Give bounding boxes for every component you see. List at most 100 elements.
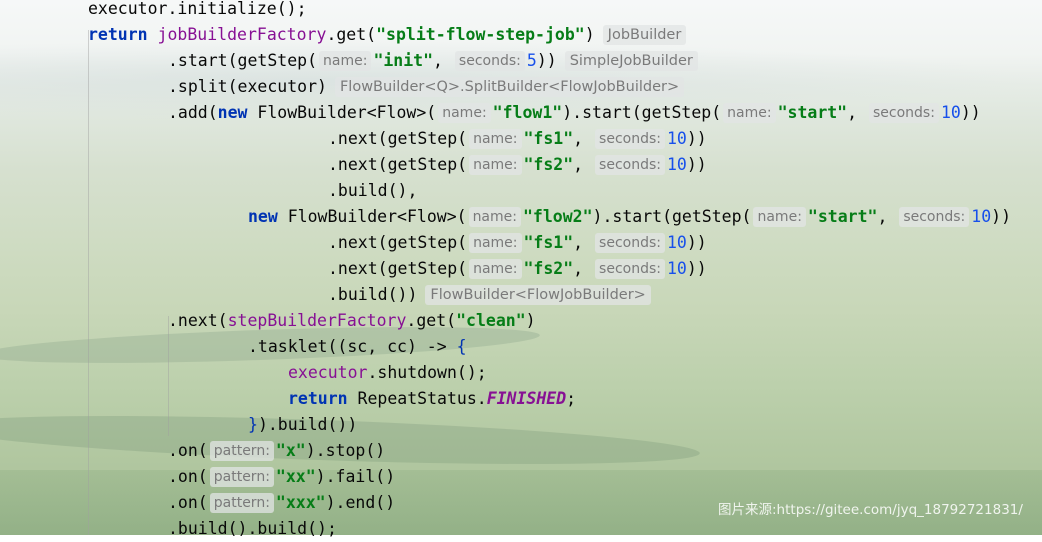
code-token: ).end() (325, 493, 396, 512)
code-token: "fs2" (523, 259, 574, 278)
code-token: .start(getStep( (168, 51, 318, 70)
inlay-param-hint: seconds: (595, 233, 665, 253)
code-token: .get( (406, 311, 457, 330)
code-line[interactable]: .on(pattern:"x").stop() (168, 438, 385, 464)
inlay-param-hint: name: (319, 51, 372, 71)
code-token: , (877, 207, 898, 226)
code-token: FINISHED (486, 389, 567, 408)
code-line[interactable]: .add(new FlowBuilder<Flow>(name:"flow1")… (168, 100, 981, 126)
code-token: , (573, 233, 594, 252)
code-token: .next(getStep( (328, 129, 468, 148)
code-line[interactable]: .next(getStep(name:"fs1", seconds:10)) (328, 126, 707, 152)
code-line[interactable]: .next(stepBuilderFactory.get("clean") (168, 308, 536, 334)
code-token: )) (686, 233, 707, 252)
inlay-param-hint: name: (468, 207, 521, 227)
code-token: .on( (168, 467, 208, 486)
code-token: "split-flow-step-job" (376, 25, 585, 44)
code-token: .next( (168, 311, 228, 330)
code-token: ) (525, 311, 536, 330)
code-token: RepeatStatus. (357, 389, 487, 408)
code-token: .on( (168, 493, 208, 512)
code-token: "flow2" (522, 207, 593, 226)
code-token: )) (991, 207, 1012, 226)
inlay-param-hint: seconds: (595, 155, 665, 175)
code-line[interactable]: .next(getStep(name:"fs2", seconds:10)) (328, 256, 707, 282)
code-token: ).stop() (305, 441, 386, 460)
inlay-type-hint: FlowBuilder<FlowJobBuilder> (425, 285, 651, 305)
inlay-param-hint: name: (723, 103, 776, 123)
code-token: "start" (777, 103, 848, 122)
code-line[interactable]: return RepeatStatus.FINISHED; (288, 386, 576, 412)
code-token: ).build()) (257, 415, 358, 434)
inlay-param-hint: name: (469, 233, 522, 253)
code-token: , (573, 259, 594, 278)
code-token: ; (566, 389, 577, 408)
code-line[interactable]: .on(pattern:"xxx").end() (168, 490, 395, 516)
inlay-param-hint: seconds: (454, 51, 525, 71)
code-token: { (456, 337, 467, 356)
code-line[interactable]: .build().build(); (168, 516, 337, 542)
code-token: return (88, 25, 158, 44)
code-token: 10 (667, 259, 687, 278)
inlay-param-hint: pattern: (209, 493, 274, 513)
code-line[interactable]: new FlowBuilder<Flow>(name:"flow2").star… (248, 204, 1011, 230)
code-token: ).start(getStep( (562, 103, 722, 122)
code-token: .tasklet((sc, cc) -> (248, 337, 457, 356)
code-token: .next(getStep( (328, 155, 468, 174)
code-token: 10 (667, 129, 687, 148)
code-token: } (248, 415, 258, 434)
code-token: "start" (807, 207, 878, 226)
code-line[interactable]: .build(), (328, 178, 417, 204)
code-line[interactable]: .tasklet((sc, cc) -> { (248, 334, 467, 360)
code-line[interactable]: .next(getStep(name:"fs2", seconds:10)) (328, 152, 707, 178)
image-source-watermark: 图片来源:https://gitee.com/jyq_18792721831/ (718, 502, 1023, 518)
code-token: "xxx" (275, 493, 326, 512)
inlay-param-hint: seconds: (899, 207, 970, 227)
code-token: executor (288, 363, 368, 382)
code-token: )) (960, 103, 981, 122)
code-token: 5 (526, 51, 537, 70)
inlay-param-hint: name: (753, 207, 806, 227)
code-token: , (433, 51, 453, 70)
code-token: )) (536, 51, 557, 70)
inlay-param-hint: name: (469, 129, 522, 149)
code-line[interactable]: .split(executor)FlowBuilder<Q>.SplitBuil… (168, 74, 685, 100)
code-token: 10 (667, 155, 687, 174)
code-line[interactable]: .build()) FlowBuilder<FlowJobBuilder> (328, 282, 651, 308)
inlay-param-hint: name: (469, 155, 522, 175)
background-field (0, 470, 1042, 535)
indent-guide (168, 316, 169, 436)
code-line[interactable]: }).build()) (248, 412, 357, 438)
code-token: new (217, 103, 258, 122)
code-token: .build()) (328, 285, 418, 304)
code-token: )) (686, 129, 707, 148)
code-token: 10 (971, 207, 992, 226)
code-token: return (288, 389, 358, 408)
code-token: .shutdown(); (367, 363, 487, 382)
code-token: .next(getStep( (328, 259, 468, 278)
inlay-type-hint: SimpleJobBuilder (564, 51, 698, 71)
code-token: stepBuilderFactory (227, 311, 407, 330)
code-line[interactable]: executor.shutdown(); (288, 360, 487, 386)
code-line[interactable]: executor.initialize(); (88, 0, 307, 22)
code-token: ) (584, 25, 595, 44)
code-token: ).fail() (315, 467, 396, 486)
inlay-param-hint: pattern: (209, 467, 274, 487)
code-line[interactable]: return jobBuilderFactory.get("split-flow… (88, 22, 687, 48)
code-token: , (847, 103, 867, 122)
inlay-param-hint: pattern: (209, 441, 274, 461)
code-token: "fs1" (523, 233, 574, 252)
code-line[interactable]: .next(getStep(name:"fs1", seconds:10)) (328, 230, 707, 256)
code-line[interactable]: .on(pattern:"xx").fail() (168, 464, 395, 490)
inlay-param-hint: seconds: (595, 259, 665, 279)
code-token: "init" (373, 51, 434, 70)
code-token: jobBuilderFactory (157, 25, 327, 44)
inlay-param-hint: name: (438, 103, 491, 123)
code-line[interactable]: .start(getStep(name:"init", seconds:5)) S… (168, 48, 698, 74)
code-token: .get( (326, 25, 377, 44)
code-token: .build().build(); (168, 519, 337, 538)
code-token: 10 (667, 233, 687, 252)
inlay-param-hint: name: (469, 259, 522, 279)
inlay-type-hint: FlowBuilder<Q>.SplitBuilder<FlowJobBuild… (334, 77, 685, 97)
